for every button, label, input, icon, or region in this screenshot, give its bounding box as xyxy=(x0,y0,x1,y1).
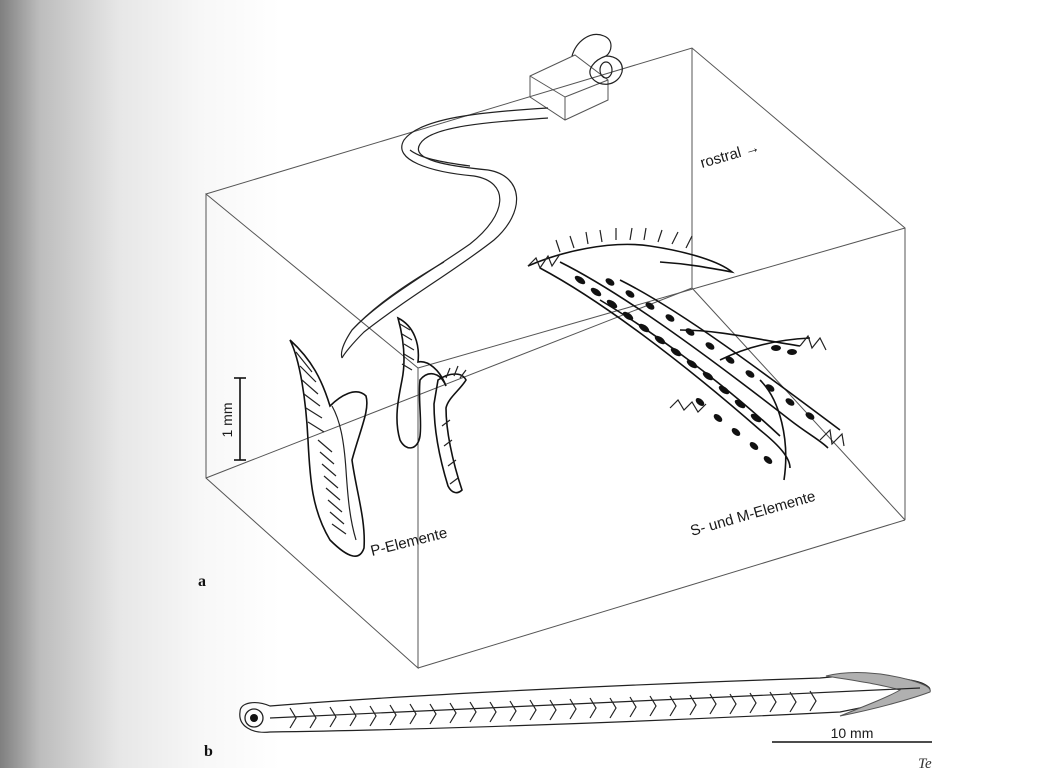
apparatus-box xyxy=(205,47,906,670)
scale-bar-10mm: 10 mm xyxy=(772,725,932,743)
caption-fragment: Te xyxy=(918,756,932,768)
p-elements-label: P-Elemente xyxy=(369,524,449,559)
scale-10mm-label: 10 mm xyxy=(831,725,874,741)
sm-denticles xyxy=(574,275,815,464)
head-box xyxy=(529,33,623,121)
scale-1mm-label: 1 mm xyxy=(219,403,235,438)
panel-b-letter: b xyxy=(204,743,213,760)
scale-bar-1mm: 1 mm xyxy=(219,377,246,461)
rostral-label: rostral → xyxy=(698,139,761,172)
conodont-animal xyxy=(239,672,931,733)
sm-elements xyxy=(527,227,845,481)
sm-elements-label: S- und M-Elemente xyxy=(688,488,817,540)
p-elements xyxy=(289,316,467,557)
panel-a-letter: a xyxy=(198,573,206,590)
notochord-ribbon xyxy=(340,107,549,359)
